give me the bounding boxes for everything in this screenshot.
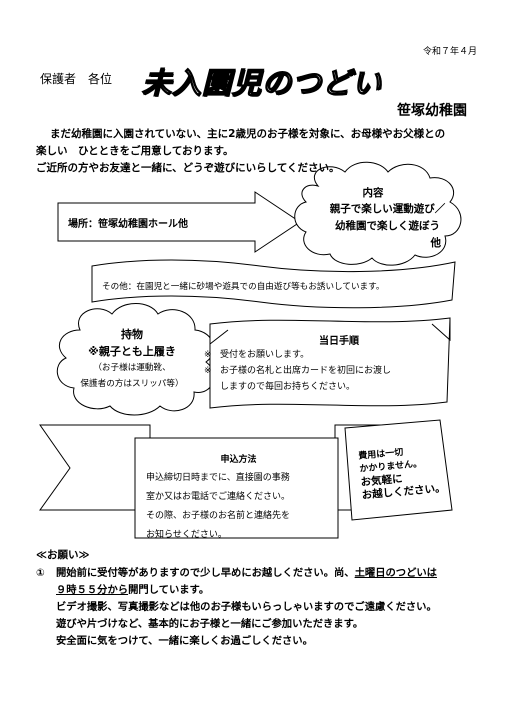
toujitsu-title: 当日手順: [319, 336, 359, 347]
note-mark: ※: [204, 350, 212, 360]
school-name: 笹塚幼稚園: [397, 103, 467, 119]
place-arrow-shape: [57, 191, 301, 253]
other-info: その他：在園児と一緒に砂場や遊具での自由遊び等もお誘いしています。: [102, 282, 385, 292]
toujitsu-item-text: しますので毎回お持ちください。: [220, 382, 356, 392]
naiyo-line: 親子で楽しい運動遊び／: [329, 203, 446, 215]
naiyo-title: 内容: [362, 187, 384, 199]
intro-line: まだ幼稚園に入園されていない、主に2歳児のお子様を対象に、お母様やお父様との: [50, 128, 446, 140]
naiyo-content: 親子で楽しい運動遊び／ 幼稚園で楽しく遊ぼう 他: [320, 201, 455, 252]
onegai-line: ビデオ撮影、写真撮影などは他のお子様もいらっしゃいますのでご遠慮ください。: [56, 601, 437, 613]
onegai-line: ９時５５分から開門しています。: [36, 582, 496, 599]
toujitsu-item-text: お子様の名札と出席カードを初回にお渡し: [220, 366, 392, 376]
place-label: 場所：笹塚幼稚園ホール他: [68, 219, 188, 230]
naiyo-cloud-shape: [294, 161, 462, 266]
moushikomi-line: その際、お子様のお名前と連絡先を: [146, 511, 291, 521]
onegai-text-underlined: ９時５５分から: [56, 584, 129, 596]
mochimono-line: （お子様は運動靴、: [93, 363, 171, 373]
naiyo-line: 他: [430, 237, 442, 249]
intro-line: ご近所の方やお友達と一緒に、どうぞ遊びにいらしてください。: [36, 162, 340, 174]
issue-date: 令和７年４月: [422, 47, 477, 57]
moushikomi-line: お知らせください。: [146, 530, 227, 540]
moushikomi-title: 申込方法: [220, 455, 257, 465]
note-mark: ※: [204, 366, 212, 376]
moushikomi-line: 室か又はお電話でご連絡ください。: [146, 492, 291, 502]
mochimono-line: 保護者の方はスリッパ等）: [80, 379, 184, 389]
intro-text: まだ幼稚園に入園されていない、主に2歳児のお子様を対象に、お母様やお父様との 楽…: [36, 126, 486, 177]
toujitsu-item: ※ 受付をお願いします。: [204, 347, 434, 363]
naiyo-line: 幼稚園で楽しく遊ぼう: [335, 220, 440, 232]
intro-line: 楽しい ひとときをご用意しております。: [36, 145, 234, 157]
moushikomi-line: 申込締切日時までに、直接園の事務: [146, 473, 290, 483]
toujitsu-item: ※ お子様の名札と出席カードを初回にお渡し: [204, 363, 434, 379]
onegai-notes: ① 開始前に受付等がありますので少し早めにお越しください。尚、土曜日のつどいは …: [36, 565, 496, 650]
onegai-line: 安全面に気をつけて、一緒に楽しくお過ごしください。: [56, 635, 313, 647]
toujitsu-section: 当日手順 ※ 受付をお願いします。 ※ お子様の名札と出席カードを初回にお渡し …: [204, 332, 434, 395]
mochimono-line: ※親子とも上履き: [88, 345, 176, 358]
moushikomi-scroll-main: [134, 437, 339, 539]
onegai-text: 開始前に受付等がありますので少し早めにお越しください。尚、: [56, 567, 355, 579]
onegai-item: ① 開始前に受付等がありますので少し早めにお越しください。尚、土曜日のつどいは: [36, 565, 496, 582]
hiyou-card-shape: [344, 419, 453, 521]
moushikomi-section: 申込方法 申込締切日時までに、直接園の事務 室か又はお電話でご連絡ください。 そ…: [146, 452, 331, 545]
toujitsu-ribbon-shape: [209, 317, 451, 409]
onegai-text-underlined: 土曜日のつどいは: [354, 567, 437, 579]
mochi-cloud-shape: [56, 303, 215, 416]
item-number: ①: [36, 567, 45, 579]
hiyou-section: 費用は一切 かかりません。 お気軽に お越しください。: [358, 443, 446, 502]
recipient: 保護者 各位: [40, 72, 113, 86]
mochimono-title: 持物: [121, 328, 143, 341]
other-banner-shape: [91, 259, 456, 309]
toujitsu-item-cont: しますので毎回お持ちください。: [204, 379, 434, 395]
mochimono-section: 持物 ※親子とも上履き （お子様は運動靴、 保護者の方はスリッパ等）: [62, 327, 202, 392]
onegai-title: ≪お願い≫: [36, 549, 90, 561]
toujitsu-item-text: 受付をお願いします。: [220, 350, 310, 360]
page-title: 未入園児のつどい: [141, 65, 383, 100]
onegai-text: 開門しています。: [128, 584, 210, 596]
onegai-line: 遊びや片づけなど、基本的にお子様と一緒にご参加いただきます。: [56, 618, 364, 630]
